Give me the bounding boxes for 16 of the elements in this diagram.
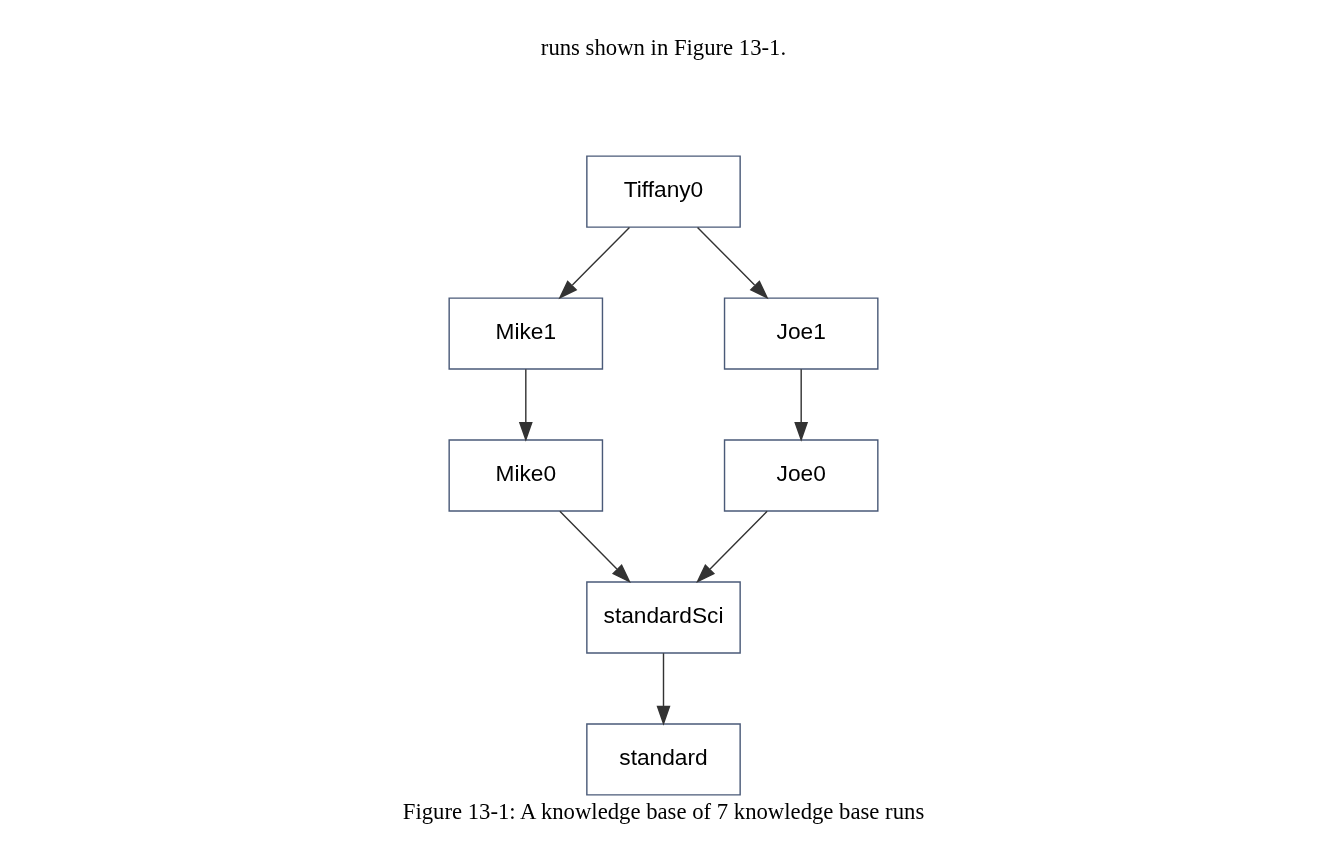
node-box: standard — [586, 723, 741, 796]
caption: Figure 13-1: A knowledge base of 7 knowledge base runs — [402, 798, 925, 824]
arrow — [559, 510, 631, 584]
node-box: Mike1 — [448, 297, 604, 370]
arrow — [558, 226, 631, 300]
arrow — [696, 226, 769, 300]
label: runs shown in Figure 13-1. — [540, 35, 787, 61]
arrow — [518, 368, 533, 442]
node-box: Tiffany0 — [586, 155, 741, 228]
arrow — [656, 652, 671, 726]
node-box: standardSci — [586, 581, 741, 654]
node-box: Mike0 — [448, 439, 604, 512]
node-box: Joe0 — [723, 439, 879, 512]
arrow — [696, 510, 768, 584]
node-box: Joe1 — [723, 297, 879, 370]
arrow — [794, 368, 809, 442]
